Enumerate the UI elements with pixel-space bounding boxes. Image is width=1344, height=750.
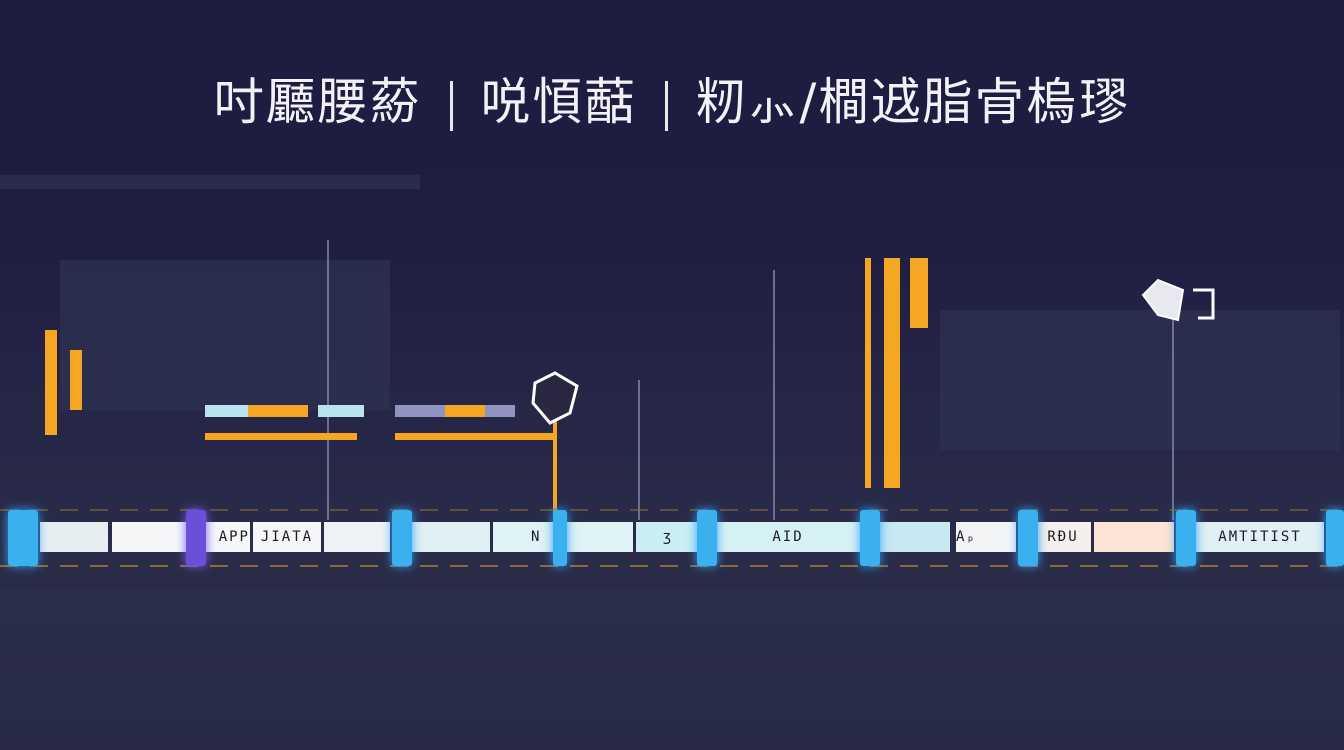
segment-label: AMTITIST — [1218, 529, 1302, 545]
skyline-shape — [0, 590, 1344, 750]
timeline-node[interactable] — [697, 510, 717, 566]
segment-label: AID — [772, 529, 804, 545]
timeline-segment[interactable]: Aₚ — [956, 522, 1016, 552]
vertical-line — [327, 240, 329, 520]
orange-bar — [865, 258, 871, 488]
timeline-segment[interactable]: RÐU — [1035, 522, 1091, 552]
dashed-line — [0, 565, 1344, 567]
timeline-segment[interactable] — [40, 522, 108, 552]
timeline-segment[interactable]: APP — [112, 522, 250, 552]
segment-label: N — [531, 529, 542, 545]
skyline-shape — [940, 310, 1340, 450]
timeline-node[interactable] — [392, 510, 412, 566]
divider — [449, 80, 453, 131]
title-part-1: 吋㕔腰蒶 — [213, 73, 422, 131]
timeline-node[interactable] — [860, 510, 880, 566]
orange-bar — [248, 405, 308, 417]
orange-bar — [205, 433, 357, 440]
vertical-line — [1172, 300, 1174, 520]
bar — [318, 405, 364, 417]
segment-label: APP — [218, 529, 250, 545]
vertical-line — [638, 380, 640, 520]
segment-label: ʒ — [662, 529, 674, 545]
timeline-segment[interactable] — [1094, 522, 1174, 552]
dashed-line — [0, 509, 1344, 511]
title-part-3: 籾⺗/橺䢕脂肻㮧璆 — [695, 73, 1131, 131]
orange-bar — [445, 405, 485, 417]
timeline-segment[interactable] — [324, 522, 390, 552]
timeline-node[interactable] — [186, 510, 206, 566]
timeline-node[interactable] — [8, 510, 38, 566]
orange-bar — [45, 330, 57, 435]
skyline-shape — [0, 175, 420, 189]
orange-bar — [910, 258, 928, 328]
timeline-segment[interactable]: AID — [716, 522, 860, 552]
timeline-node[interactable] — [553, 510, 567, 566]
page-title: 吋㕔腰蒶哾㥧䔯籾⺗/橺䢕脂肻㮧璆 — [0, 62, 1344, 134]
segment-label: Aₚ — [956, 529, 977, 545]
timeline-node[interactable] — [1326, 510, 1344, 566]
orange-bar — [884, 258, 900, 488]
vertical-line — [773, 270, 775, 520]
timeline-segment[interactable] — [880, 522, 950, 552]
timeline-node[interactable] — [1176, 510, 1196, 566]
skyline-shape — [60, 260, 390, 410]
segment-label: ЈIATA — [260, 529, 314, 545]
timeline-segment[interactable]: AMTITIST — [1196, 522, 1324, 552]
timeline-segment[interactable]: ЈIATA — [253, 522, 321, 552]
orange-bar — [553, 415, 557, 515]
timeline-segment[interactable] — [410, 522, 490, 552]
segment-label: RÐU — [1047, 529, 1079, 545]
divider — [664, 80, 668, 131]
title-part-2: 哾㥧䔯 — [480, 73, 637, 131]
timeline-track: APP ЈIATA N ʒ AID Aₚ RÐU AMTITIST — [0, 522, 1344, 552]
orange-bar — [70, 350, 82, 410]
orange-bar — [395, 433, 555, 440]
gem-icon — [531, 371, 579, 425]
timeline-node[interactable] — [1018, 510, 1038, 566]
timeline-segment[interactable]: ʒ — [636, 522, 700, 552]
gem-icon — [1141, 278, 1215, 322]
